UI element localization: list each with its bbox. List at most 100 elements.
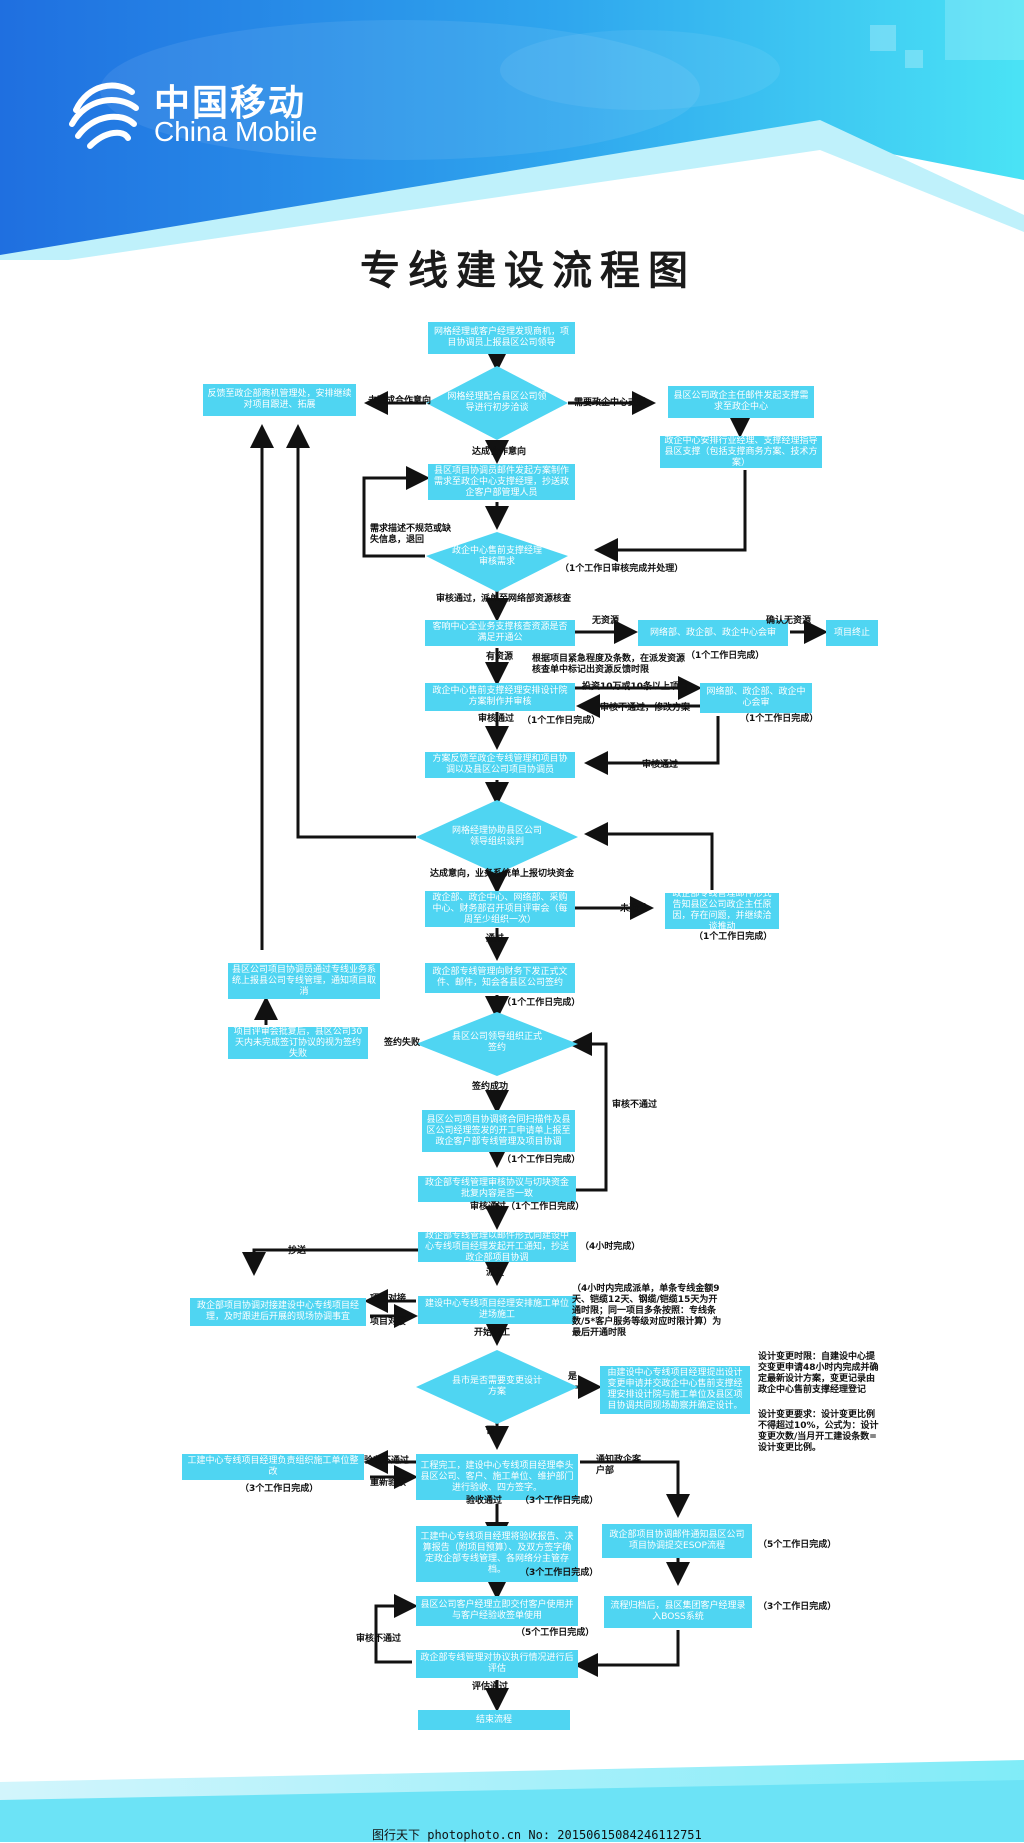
label-no-resource: 无资源 [592,616,620,626]
label-sign-success: 签约成功 [472,1082,509,1092]
watermark-credit: 图行天下 photophoto.cn No: 20150615084246112… [372,1828,702,1842]
label-one-day-c: （1个工作日完成） [740,714,819,724]
node-opportunity: 网格经理或客户经理发现商机，项目协调员上报县区公司领导 [428,322,575,354]
arrow [584,716,720,775]
label-three-day-d: （3个工作日完成） [758,1602,837,1612]
node-plan-request: 县区项目协调员邮件发起方案制作需求至政企中心支撑经理，抄送政企客户部管理人员 [428,464,575,500]
node-feedback-opportunity: 反馈至政企部商机管理处，安排继续对项目跟进、拓展 [203,384,356,416]
arrow [362,466,430,558]
label-dispatch: 派发 [486,1268,505,1278]
diamond-shape [416,1012,578,1076]
page-title: 专线建设流程图 [360,247,696,294]
node-end-flow: 结束流程 [418,1710,570,1730]
header-banner: 中国移动 China Mobile [0,0,1024,260]
arrow [574,1630,680,1677]
label-yes: 是 [568,1372,578,1382]
node-evaluation: 政企部专线管理对协议执行情况进行后评估 [416,1650,578,1678]
node-start-notice: 政企部专线管理以邮件形式向建设中心专线项目经理发起开工通知，抄送政企部项目协调 [418,1232,576,1262]
node-contract-upload: 县区公司项目协调将合同扫描件及县区公司经理签发的开工申请单上报至政企客户部专线管… [422,1110,575,1152]
node-change-design: 县市是否需要变更设计方案 [451,1376,542,1397]
label-recheck: 重新验收 [370,1478,407,1488]
node-joint-review-2: 网络部、政企部、政企中心会审 [700,683,812,713]
footer-background [0,1760,1024,1842]
label-change-req: 设计变更要求：设计变更比例不得超过10%，公式为：设计变更次数/当月开工建设条数… [758,1410,879,1453]
label-three-day-a: （3个工作日完成） [240,1484,319,1494]
label-pass: 通过 [486,934,505,944]
arrow [374,1594,418,1664]
node-site-coordination: 政企部项目协调对接建设中心专线项目经理，及时跟进后开展的现场协调事宜 [190,1298,366,1326]
node-construction: 建设中心专线项目经理安排施工单位进场施工 [418,1296,576,1324]
label-confirm-no-res: 确认无资源 [766,616,812,626]
label-intent-report: 达成意向，业务系统单上报切块资金 [430,869,575,879]
label-one-day-d: （1个工作日完成） [694,932,773,942]
node-support-request: 县区公司政企主任邮件发起支撑需求至政企中心 [668,386,814,418]
diamond-shape [416,800,578,874]
diamond-shape [426,532,568,592]
label-four-hours: （4小时完成） [580,1242,641,1252]
node-formal-doc: 政企部专线管理向财务下发正式文件、邮件，知会各县区公司签约 [425,963,575,993]
banner-background [0,0,1024,260]
label-three-day-b: （3个工作日完成） [520,1496,599,1506]
label-review-not-pass-a: 审核不通过 [612,1100,658,1110]
footer-band [0,1760,1024,1842]
brand-name-cn: 中国移动 [154,83,307,124]
label-has-resource: 有资源 [486,652,514,662]
label-five-day-b: （5个工作日完成） [516,1628,595,1638]
node-deliver: 县区公司客户经理立即交付客户使用并与客户经验收签单使用 [416,1596,578,1626]
node-esop: 政企部项目协调邮件通知县区公司项目协调提交ESOP流程 [602,1524,752,1558]
label-notify-ent: 通知政企客户部 [596,1455,642,1476]
label-intent: 达成合作意向 [472,447,527,457]
label-one-day-f: （1个工作日完成） [502,1155,581,1165]
node-formal-sign: 县区公司领导组织正式签约 [451,1032,542,1053]
label-review-fail-mod: 审核不通过，修改方案 [600,703,691,713]
label-invest-over: 投资10万或10条以上项目 [582,682,689,692]
node-organize-talk: 网格经理协助县区公司领导组织谈判 [451,826,542,847]
node-review-decision: 政企中心售前支撑经理审核需求 [451,546,542,567]
label-five-day-a: （5个工作日完成） [758,1540,837,1550]
node-joint-review: 网络部、政企部、政企中心会审 [638,620,788,646]
node-archive-report: 工建中心专线项目经理将验收报告、决算报告（附项目预算）、及双方签字确定政企部专线… [416,1526,578,1582]
label-accept-pass: 验收通过 [466,1496,503,1506]
node-agreement-check: 政企部专线管理审核协议与切块资金批复内容是否一致 [418,1176,576,1202]
node-acceptance: 工程完工，建设中心专线项目经理牵头县区公司、客户、施工单位、维护部门进行验收、四… [416,1454,578,1500]
brand-logo: 中国移动 China Mobile [62,70,322,160]
arrow [286,424,416,839]
label-accept-fail: 验收不通过 [364,1456,410,1466]
node-rectify: 工建中心专线项目经理负责组织施工单位整改 [182,1454,364,1480]
arrow [568,1032,608,1192]
label-review-pass-net: 审核通过，派单至网络部资源核查 [436,594,572,604]
label-one-day-e: （1个工作日完成） [502,998,581,1008]
label-one-day-review: （1个工作日审核完成并处理） [560,564,684,574]
label-review-pass-b: 审核通过 [642,760,679,770]
label-review-not-pass-b: 审核不通过 [356,1634,402,1644]
label-need-support: 需要政企中心支撑 [574,398,647,408]
arrow [594,470,747,562]
label-copy: 抄送 [288,1246,307,1256]
diamond-shape [426,366,568,440]
node-plan-feedback: 方案反馈至政企专线管理和项目协调以及县区公司项目协调员 [425,752,575,778]
china-mobile-logo-icon [69,82,139,149]
diamond-shape [416,1350,578,1424]
arrow [580,1460,690,1518]
label-res-note: 根据项目紧急程度及条数，在派发资源核查单中标记出资源反馈时限 [532,654,686,675]
label-req-bad: 需求描述不规范或缺失信息，退回 [370,524,452,545]
node-inform-reason: 政企部专线管理邮件形式告知县区公司政企主任原因，存在问题，并继续洽谈推动 [665,893,779,929]
node-negotiation-decision: 网格经理配合县区公司领导进行初步洽谈 [447,392,547,413]
node-sign-fail-rule: 项目评审会批复后，县区公司30天内未完成签订协议的视为签约失败 [228,1027,368,1059]
label-review-pass-c: 审核通过（1个工作日完成） [470,1202,585,1212]
label-no: 否 [486,1426,496,1436]
label-review-pass-a: 审核通过 [478,714,515,724]
node-project-review: 政企部、政企中心、网络部、采购中心、财务部召开项目评审会（每周至少组织一次） [425,891,575,927]
node-project-end: 项目终止 [826,620,878,646]
arrow [584,822,714,890]
label-sign-fail: 签约失败 [384,1038,421,1048]
arrow [242,1248,418,1276]
brand-name-en: China Mobile [154,116,318,147]
label-project-dock-b: 项目对接 [370,1317,407,1327]
label-one-day-a: （1个工作日完成） [686,651,765,661]
node-support-guide: 政企中心安排行业经理、支撑经理指导县区支撑（包括支撑商务方案、技术方案） [660,436,822,468]
label-one-day-b: （1个工作日完成） [522,716,601,726]
label-no-intent: 未达成合作意向 [368,396,432,406]
label-eval-pass: 评估通过 [472,1682,509,1692]
